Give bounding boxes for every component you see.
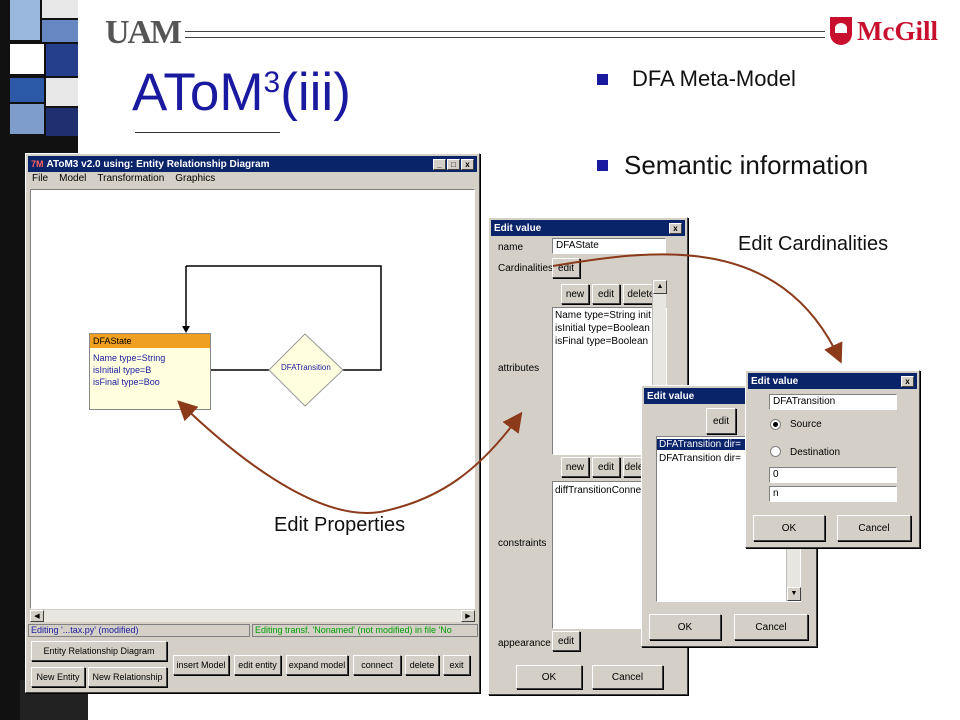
appearance-edit-button[interactable]: edit [552,631,580,651]
mcgill-shield-icon [830,17,852,45]
new-relationship-button[interactable]: New Relationship [88,667,167,687]
exit-button[interactable]: exit [443,655,470,675]
bullet-square-icon [597,160,608,171]
menu-transformation[interactable]: Transformation [97,173,165,184]
slide-title: AToM3(iii) [132,63,351,122]
edit-properties-callout: Edit Properties [274,514,406,536]
attributes-new-button[interactable]: new [561,284,589,304]
header-rule [185,31,825,32]
list-item-selected[interactable]: DFATransition dir= [657,439,785,450]
scroll-up-icon[interactable]: ▲ [653,280,667,294]
menu-graphics[interactable]: Graphics [175,173,216,184]
title-underline [135,132,280,133]
new-entity-button[interactable]: New Entity [31,667,85,687]
max-cardinality-field[interactable]: n [769,486,897,502]
edit-entity-button[interactable]: edit entity [234,655,281,675]
entity-name: DFAState [90,334,210,348]
app-icon: 7M [31,159,44,169]
status-left: Editing '...tax.py' (modified) [28,624,250,637]
menu-file[interactable]: File [32,173,49,184]
mcgill-logo: McGill [830,14,938,48]
diagram-canvas[interactable]: DFAState Name type=String isInitial type… [30,189,475,609]
entity-attribute: isInitial type=B [93,365,152,375]
constraints-label: constraints [498,538,547,549]
entity-dfastate[interactable]: DFAState Name type=String isInitial type… [89,333,211,410]
cancel-button[interactable]: Cancel [837,515,911,541]
list-item[interactable]: diffTransitionConnect [555,485,649,496]
cancel-button[interactable]: Cancel [734,614,808,640]
source-radio[interactable] [770,419,781,430]
ok-button[interactable]: OK [516,665,582,689]
scroll-right-icon[interactable]: ▶ [461,610,475,622]
list-item[interactable]: Name type=String init.valu [555,310,651,321]
menu-model[interactable]: Model [59,173,87,184]
header-rule-2 [185,37,825,38]
close-icon[interactable]: x [461,158,474,170]
entity-attribute: Name type=String [93,353,166,363]
relationship-dfatransition[interactable]: DFATransition [281,363,331,372]
ok-button[interactable]: OK [753,515,825,541]
bullet-square-icon [597,73,608,85]
destination-label: Destination [790,447,841,458]
edit-cardinalities-callout: Edit Cardinalities [738,233,889,255]
close-icon[interactable]: x [669,222,682,234]
destination-radio[interactable] [770,446,781,457]
expand-model-button[interactable]: expand model [286,655,348,675]
list-item[interactable]: isFinal type=Boolean init.v [555,336,651,347]
edit-value-window-3: Edit value x DFATransition Source Destin… [745,370,920,548]
uam-logo: UAM [105,14,182,51]
status-right: Editing transf. 'Nonamed' (not modified)… [252,624,478,637]
scroll-down-icon[interactable]: ▼ [787,587,801,601]
attributes-edit-button[interactable]: edit [592,284,620,304]
edit-button[interactable]: edit [706,408,736,434]
ok-button[interactable]: OK [649,614,721,640]
menu-bar: File Model Transformation Graphics [32,173,215,184]
list-item[interactable]: isInitial type=Boolean init.v [555,323,651,334]
maximize-icon[interactable]: □ [447,158,460,170]
cardinalities-edit-button[interactable]: edit [552,258,580,278]
constraints-edit-button[interactable]: edit [592,457,620,477]
name-field[interactable]: DFAState [552,238,666,254]
connect-button[interactable]: connect [353,655,401,675]
edit-value-titlebar[interactable]: Edit value x [748,373,917,389]
name-label: name [498,242,524,253]
close-icon[interactable]: x [901,375,914,387]
insert-model-button[interactable]: insert Model [173,655,229,675]
constraints-new-button[interactable]: new [561,457,589,477]
attributes-label: attributes [498,363,540,374]
list-item[interactable]: DFATransition dir= [659,453,741,464]
min-cardinality-field[interactable]: 0 [769,467,897,483]
scroll-left-icon[interactable]: ◀ [30,610,44,622]
entity-attribute: isFinal type=Boo [93,377,160,387]
minimize-icon[interactable]: _ [433,158,446,170]
source-label: Source [790,419,822,430]
cardinalities-label: Cardinalities [498,263,554,274]
delete-button[interactable]: delete [405,655,439,675]
horizontal-scrollbar[interactable]: ◀ ▶ [30,610,475,622]
cancel-button[interactable]: Cancel [592,665,663,689]
bullet-item: DFA Meta-Model [597,66,796,92]
appearance-label: appearance [498,638,551,649]
entity-relationship-diagram-button[interactable]: Entity Relationship Diagram [31,641,167,661]
bullet-item: Semantic information [597,150,868,181]
edit-value-titlebar[interactable]: Edit value x [491,220,685,236]
transition-name-field[interactable]: DFATransition [769,394,897,410]
